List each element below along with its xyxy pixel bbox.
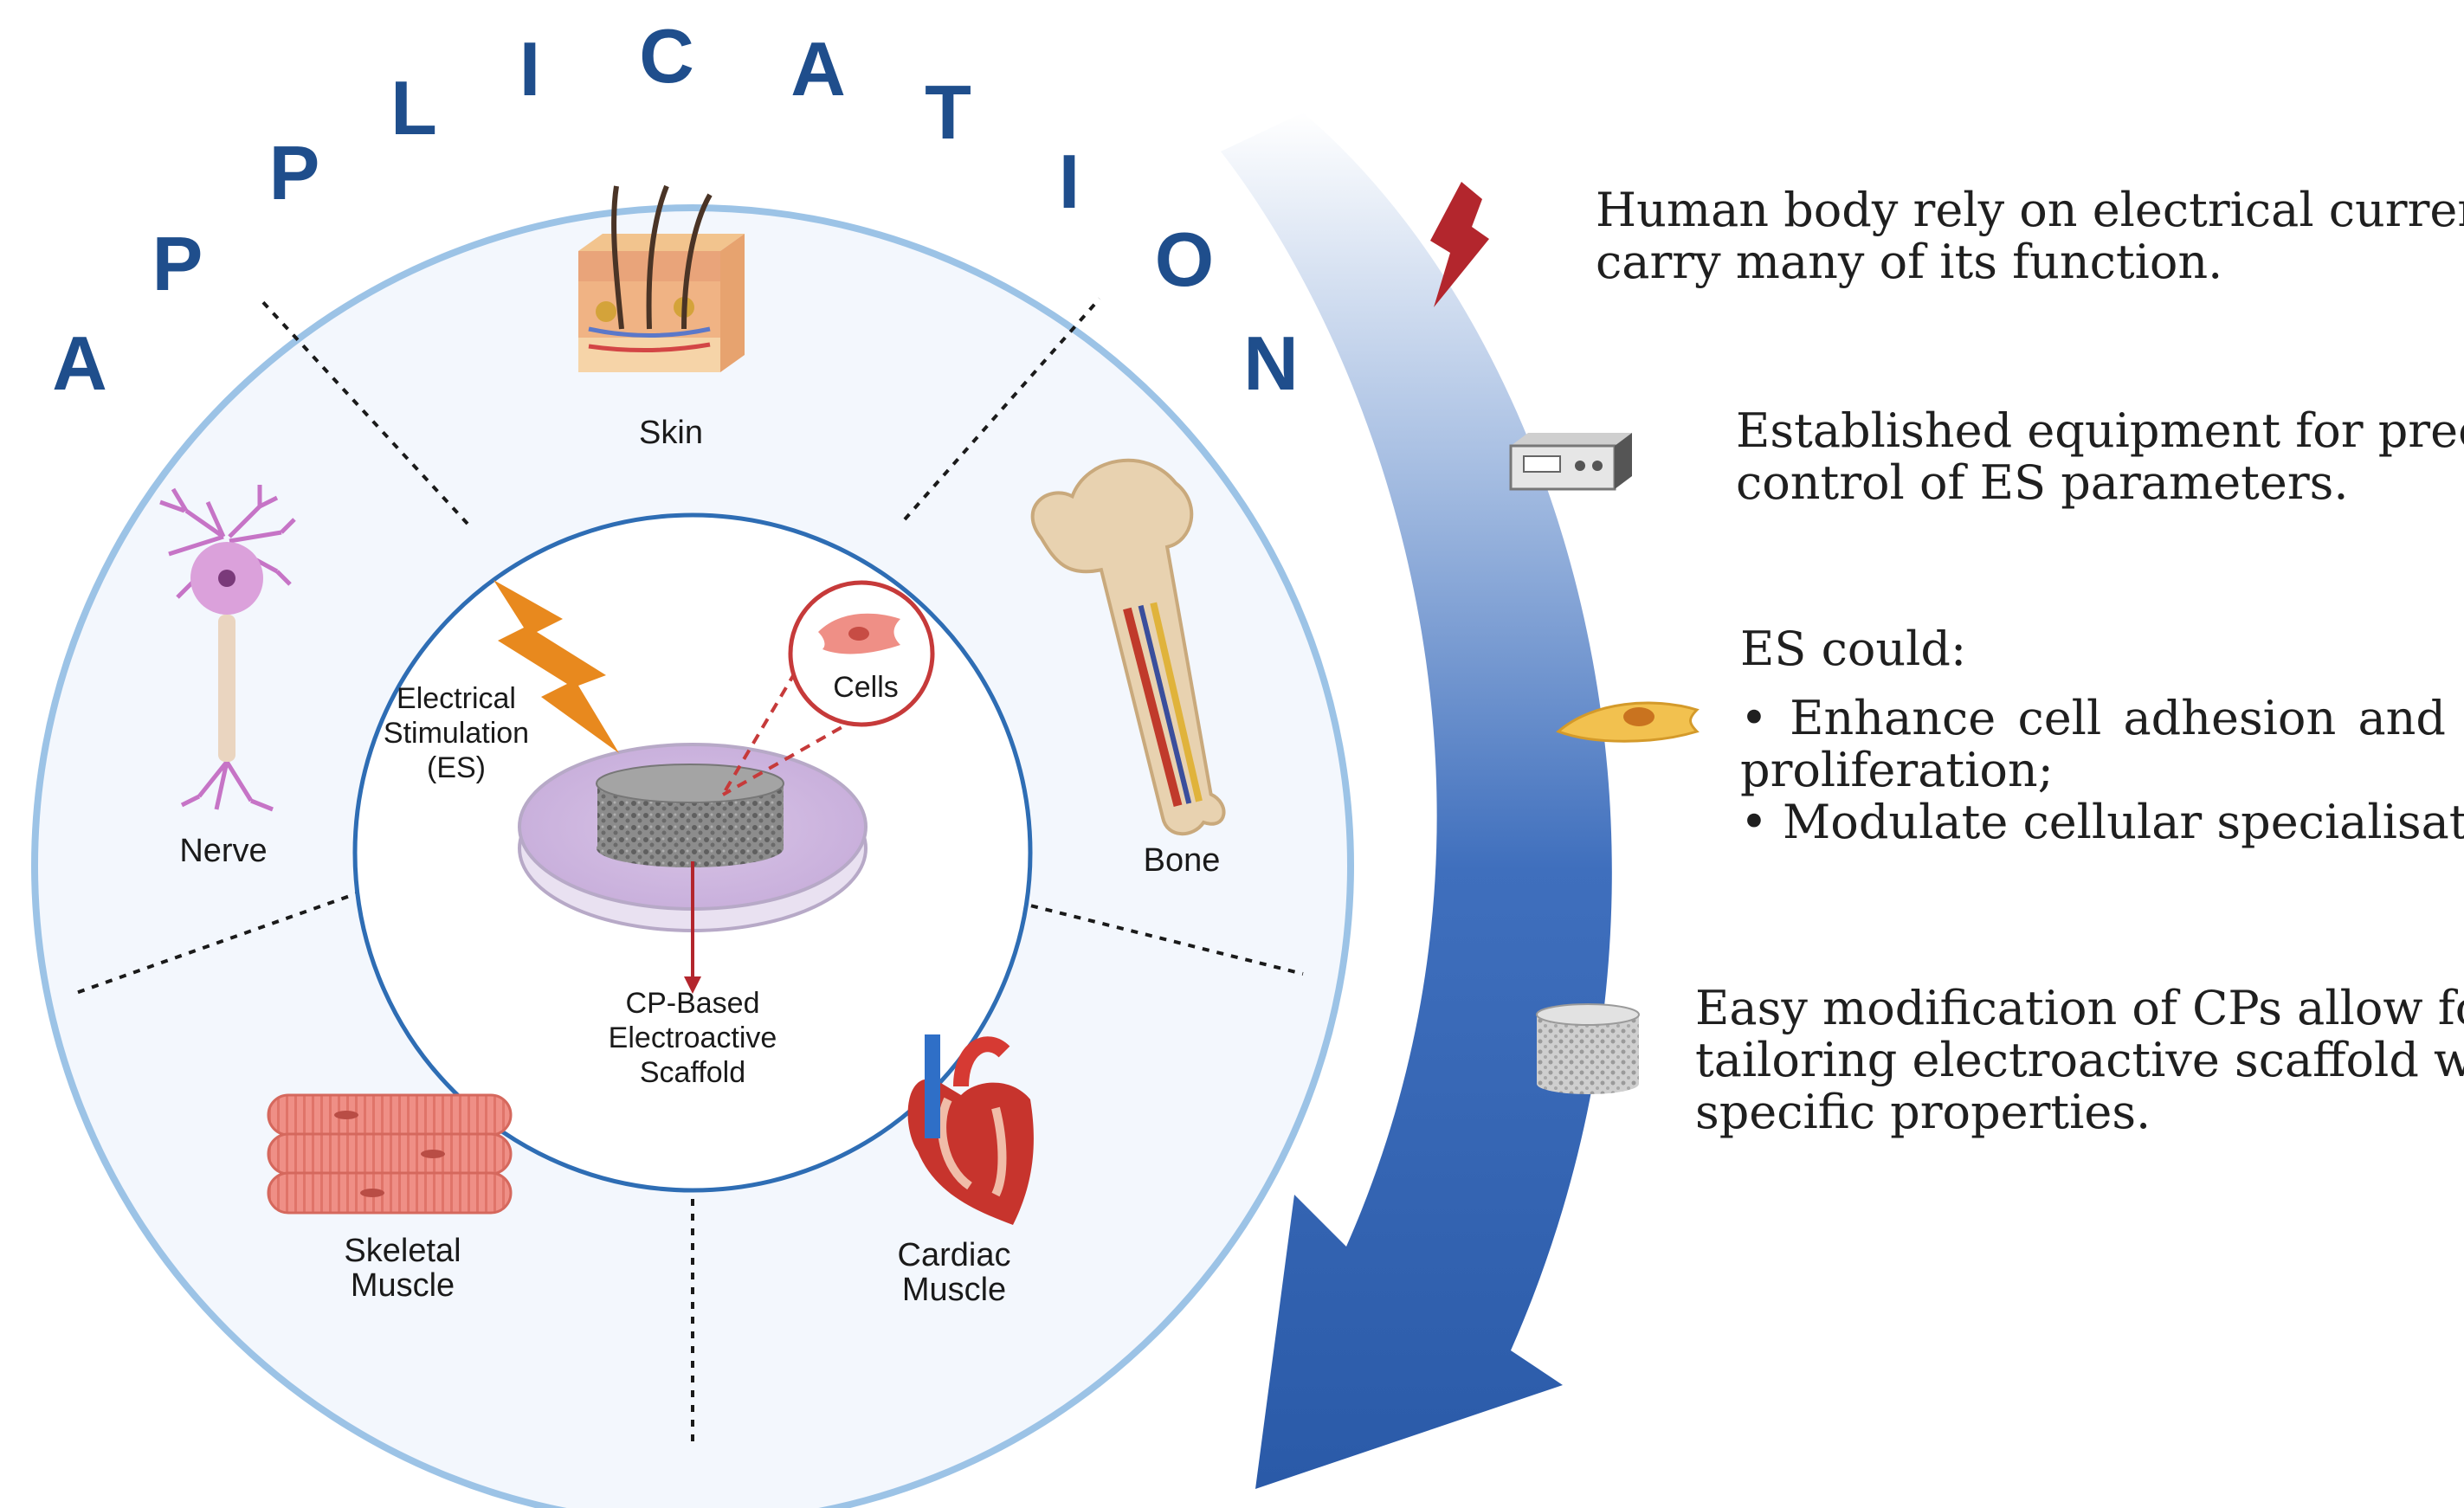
title-letter: A <box>790 26 846 112</box>
es-label-line3: (ES) <box>427 751 486 784</box>
point-heading: ES could: <box>1740 622 1967 676</box>
scaffold-label-line3: Scaffold <box>640 1056 745 1089</box>
cells-callout-line <box>721 639 816 796</box>
point-line: carry many of its function. <box>1596 235 2223 289</box>
arrow-head <box>684 976 701 994</box>
point-bullet: • Enhance cell adhesion and <box>1740 691 2446 745</box>
point-line: Human body rely on electrical current to <box>1596 183 2464 237</box>
bone-label: Bone <box>1144 842 1221 879</box>
cell-nucleus <box>848 627 869 641</box>
point-line: Easy modification of CPs allow for <box>1695 981 2464 1035</box>
nerve-label: Nerve <box>179 833 267 869</box>
application-title: A P P L I C A T I O N <box>52 13 1299 406</box>
point-bullet: • Modulate cellular specialisation <box>1740 795 2464 849</box>
point-equipment: Established equipment for precise contro… <box>1736 405 2464 509</box>
lightning-icon <box>1430 182 1489 307</box>
skeletal-muscle-icon <box>267 1093 513 1215</box>
point-es-could: ES could: • Enhance cell adhesion and pr… <box>1740 622 2464 849</box>
skeletal-label-line2: Muscle <box>351 1267 455 1304</box>
neuron-nucleus <box>218 570 235 587</box>
cardiac-label-line2: Muscle <box>902 1272 1006 1308</box>
point-line: specific properties. <box>1695 1085 2151 1139</box>
title-letter: P <box>269 130 320 216</box>
scaffold-label-line1: CP-Based <box>626 987 760 1020</box>
title-letter: A <box>52 320 107 406</box>
stimulator-device-icon <box>1509 433 1632 491</box>
cardiac-label-line1: Cardiac <box>898 1237 1011 1273</box>
es-label-line1: Electrical <box>397 682 516 715</box>
title-letter: P <box>152 221 203 306</box>
neuron-axon <box>218 615 235 762</box>
skeletal-label-line1: Skeletal <box>344 1233 461 1269</box>
point-electrical-current: Human body rely on electrical current to… <box>1596 184 2464 288</box>
title-letter: T <box>925 69 971 155</box>
cells-callout-line <box>722 717 858 796</box>
segment-dividers <box>73 297 1304 1441</box>
scaffold <box>596 764 784 867</box>
point-line: control of ES parameters. <box>1736 455 2349 510</box>
title-letter: O <box>1155 216 1214 302</box>
title-letter: I <box>519 26 540 112</box>
heart-icon <box>907 1034 1034 1225</box>
lightning-bolt-icon <box>493 580 619 753</box>
title-letter: N <box>1243 320 1299 406</box>
title-letter: C <box>639 13 694 99</box>
bone-icon <box>1030 458 1226 836</box>
point-line: Established equipment for precise <box>1736 403 2464 458</box>
scaffold-cylinder-icon <box>1536 1003 1640 1094</box>
point-cp-modification: Easy modification of CPs allow for tailo… <box>1695 983 2464 1138</box>
point-line: proliferation; <box>1740 743 2054 797</box>
title-letter: I <box>1059 139 1080 224</box>
cell-shape-icon <box>1556 701 1700 743</box>
skin-icon <box>578 184 745 372</box>
title-letter: L <box>390 65 437 151</box>
scaffold-label-line2: Electroactive <box>609 1021 777 1054</box>
es-label-line2: Stimulation <box>384 717 529 750</box>
point-line: tailoring electroactive scaffold with <box>1695 1033 2464 1087</box>
cells-label: Cells <box>833 671 899 704</box>
skin-label: Skin <box>639 415 703 451</box>
